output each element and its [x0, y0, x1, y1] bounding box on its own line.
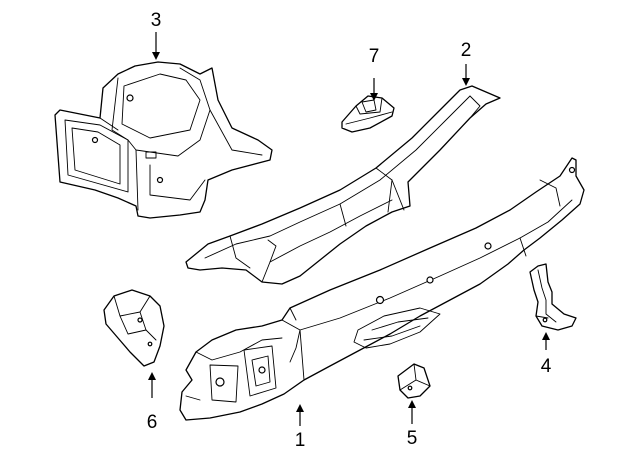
- part-2-upper-rail[interactable]: [185, 85, 501, 285]
- callout-4-label: 4: [541, 356, 552, 377]
- part-6-corner-bracket[interactable]: [103, 289, 165, 367]
- part-5-bracket[interactable]: [397, 363, 431, 399]
- callout-2-arrow: [462, 78, 470, 86]
- callout-1-label: 1: [295, 430, 306, 451]
- callout-7-arrow: [370, 93, 378, 101]
- callout-3-arrow: [152, 52, 160, 60]
- callout-6-arrow: [148, 372, 156, 380]
- callout-6-label: 6: [147, 412, 158, 433]
- callout-3-label: 3: [151, 10, 162, 31]
- part-1-rear-panel[interactable]: [179, 157, 585, 421]
- part-3-quarter-panel[interactable]: [54, 61, 273, 219]
- callout-5-arrow: [408, 400, 416, 408]
- callout-5-label: 5: [407, 428, 418, 449]
- callout-4-arrow: [542, 332, 550, 340]
- callout-1-arrow: [296, 404, 304, 412]
- part-4-side-bracket[interactable]: [529, 263, 577, 331]
- part-7-bracket[interactable]: [341, 95, 395, 133]
- callout-7-label: 7: [369, 46, 380, 67]
- callout-2-label: 2: [461, 40, 472, 61]
